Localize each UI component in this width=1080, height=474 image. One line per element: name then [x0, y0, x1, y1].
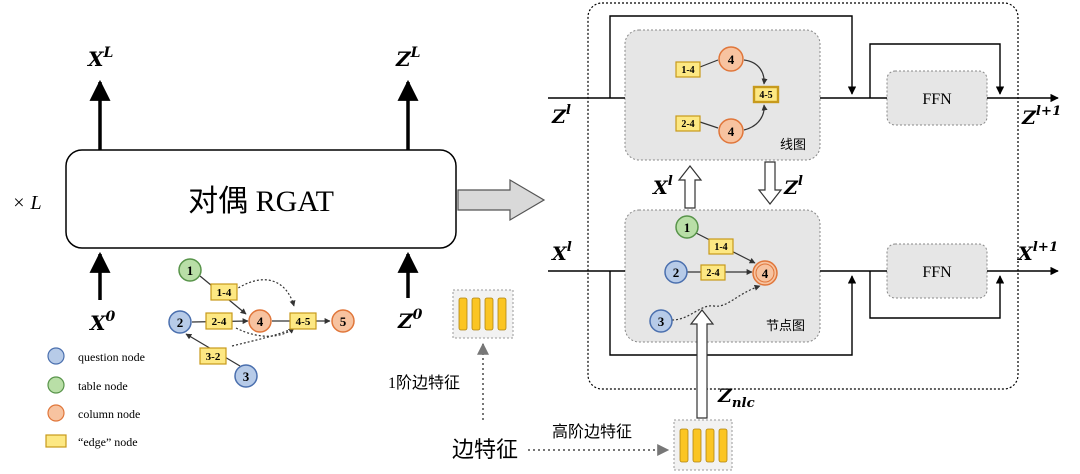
line-edge-2-4 — [675, 115, 701, 132]
graph-node-3 — [234, 364, 258, 388]
example-graph: 1-4 2-4 3-2 4-5 1 2 3 4 5 — [168, 258, 355, 388]
legend-column-swatch — [47, 404, 65, 422]
graph-node-2 — [168, 310, 192, 334]
ffn-bottom — [886, 243, 988, 299]
legend-column-label: column node — [78, 407, 140, 421]
svg-text:1: 1 — [684, 220, 691, 235]
svg-text:1-4: 1-4 — [217, 287, 232, 299]
svg-text:3: 3 — [658, 314, 665, 329]
layer-container — [587, 2, 1019, 390]
zl-in-label: Zl — [551, 103, 571, 128]
rgat-block-label: 对偶 RGAT — [188, 185, 334, 218]
edge-node-4-5 — [289, 312, 317, 330]
svg-text:1-4: 1-4 — [681, 65, 694, 76]
legend-question-label: question node — [78, 350, 145, 364]
xl-in-label: Xl — [551, 240, 572, 265]
feature-high-bars — [679, 428, 728, 463]
rgat-block — [65, 149, 457, 249]
ffn-top — [886, 70, 988, 126]
z-down-label: Zl — [783, 174, 803, 199]
graph-node-4 — [248, 309, 272, 333]
feature1-label: 1阶边特征 — [388, 374, 460, 392]
z-nlc-arrow — [689, 309, 715, 419]
z-down-arrow — [757, 161, 783, 205]
z-out-label: ZL — [395, 45, 421, 71]
line-edge-4-5 — [752, 85, 780, 104]
line-node-4a — [718, 46, 744, 72]
svg-text:2: 2 — [673, 265, 680, 280]
node-1 — [675, 215, 699, 239]
ffn-top-label: FFN — [922, 91, 952, 108]
line-graph-panel — [624, 29, 821, 161]
node-edge-1-4 — [708, 238, 734, 255]
node-4 — [752, 260, 778, 286]
legend-question-swatch — [47, 347, 65, 365]
svg-text:4-5: 4-5 — [296, 316, 311, 328]
z-in-label: Z0 — [397, 307, 423, 333]
edge-node-3-2 — [199, 347, 227, 365]
svg-text:1-4: 1-4 — [714, 242, 727, 253]
repeat-label: × L — [12, 192, 42, 214]
zl1-out-label: Zl+1 — [1021, 104, 1061, 129]
svg-text:3: 3 — [243, 369, 250, 384]
svg-text:4: 4 — [728, 124, 735, 139]
legend-table-swatch — [47, 376, 65, 394]
svg-text:4: 4 — [728, 52, 735, 67]
node-graph-label: 节点图 — [766, 318, 805, 333]
legend-table-label: table node — [78, 379, 128, 393]
svg-text:2-4: 2-4 — [212, 316, 227, 328]
legend-edge-swatch — [45, 434, 67, 448]
edge-node-1-4 — [210, 283, 238, 301]
svg-text:4: 4 — [257, 314, 264, 329]
line-edge-1-4 — [675, 61, 701, 78]
edge-node-2-4 — [205, 312, 233, 330]
transform-arrow — [457, 178, 546, 222]
ffn-bottom-label: FFN — [922, 264, 952, 281]
legend: question node table node column node “ed… — [45, 347, 145, 449]
svg-text:1: 1 — [187, 263, 194, 278]
xl1-out-label: Xl+1 — [1017, 240, 1058, 265]
svg-text:2-4: 2-4 — [706, 268, 719, 279]
x-up-label: Xl — [652, 174, 673, 199]
node-3 — [649, 309, 673, 333]
svg-text:5: 5 — [340, 314, 347, 329]
line-graph-label: 线图 — [780, 137, 806, 152]
z-nlc-label: Znlc — [717, 385, 755, 411]
node-edge-2-4 — [700, 264, 726, 281]
line-graph-content: 1-4 2-4 4-5 4 4 — [675, 46, 780, 144]
graph-node-5 — [331, 309, 355, 333]
x-up-arrow — [677, 165, 703, 209]
graph-node-1 — [178, 258, 202, 282]
top-flow — [548, 15, 1059, 103]
svg-text:4: 4 — [762, 266, 769, 281]
x-in-label: X0 — [88, 309, 116, 335]
svg-text:4-5: 4-5 — [759, 90, 772, 101]
legend-edge-label: “edge” node — [78, 435, 138, 449]
svg-text:3-2: 3-2 — [206, 351, 221, 363]
line-node-4b — [718, 118, 744, 144]
x-out-label: XL — [86, 45, 114, 71]
bottom-flow — [548, 266, 1059, 356]
node-graph-content: 1-4 2-4 1 2 3 4 — [649, 215, 778, 333]
feature1-bars — [458, 297, 507, 331]
svg-text:2: 2 — [177, 315, 184, 330]
high-order-label: 高阶边特征 — [552, 423, 632, 441]
svg-text:2-4: 2-4 — [681, 119, 694, 130]
edge-feature-label: 边特征 — [452, 437, 518, 462]
node-2 — [664, 260, 688, 284]
